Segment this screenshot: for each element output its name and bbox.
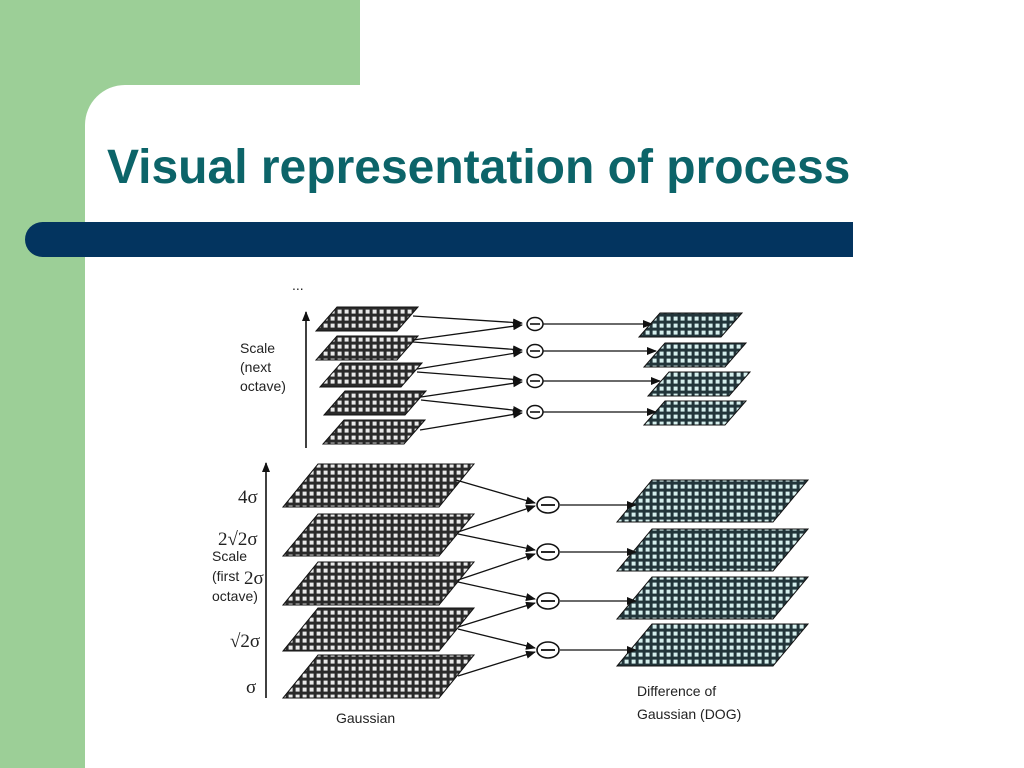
gaussian-plane [318,362,424,388]
next-octave-gaussian-stack [314,306,428,445]
dog-plane [615,623,810,667]
gaussian-plane [281,561,476,606]
next-octave-line-1: Scale [240,340,275,356]
dog-plane [642,400,748,426]
connector-arrow [457,628,536,650]
ellipsis-label: ... [292,277,304,293]
connector-arrow [420,399,523,415]
subtract-node [526,343,544,359]
connector-arrow [412,315,523,327]
dog-plane [646,371,752,397]
first-octave-line-2: (first [212,568,239,584]
next-octave-label: Scale (next octave) [240,340,286,394]
gaussian-plane [321,419,427,445]
next-octave-line-3: octave) [240,378,286,394]
scale-label-2sigma: 2σ [244,568,264,589]
first-octave-dog-stack [615,479,810,667]
subtract-node [526,404,544,420]
first-octave-label: Scale (first octave) [212,548,258,604]
gaussian-plane [281,654,476,699]
gaussian-caption: Gaussian [336,710,395,726]
connector-arrow [457,650,536,677]
scale-label-4sigma: 4σ [238,487,258,508]
dog-plane [615,479,810,523]
gaussian-plane [281,607,476,652]
dog-plane [637,312,744,338]
subtract-node [526,316,544,332]
dog-caption: Difference of Gaussian (DOG) [637,683,741,722]
first-octave-line-1: Scale [212,548,247,564]
gaussian-plane [281,463,476,508]
connector-arrow [412,322,523,341]
gaussian-plane [322,390,428,416]
dog-plane [615,528,810,572]
subtract-node [526,373,544,389]
connector-arrow [457,601,536,628]
slide-title: Visual representation of process [107,141,851,194]
connector-arrow [457,553,536,581]
connector-arrow [412,341,523,354]
gaussian-plane [281,513,476,557]
first-octave-subtractors [536,496,560,659]
connector-arrow [457,581,536,601]
dog-caption-line-2: Gaussian (DOG) [637,706,741,722]
connector-arrow [455,479,536,505]
first-octave-gaussian-stack [281,463,476,699]
scale-label-2root2sigma: 2√2σ [218,529,258,550]
dog-caption-line-1: Difference of [637,683,716,699]
connector-arrow [457,533,536,553]
side-band-left [0,0,85,768]
first-octave-connections [455,479,637,677]
subtract-node [536,641,560,659]
next-octave-line-2: (next [240,359,271,375]
connector-arrow [416,349,523,370]
subtract-node [536,496,560,514]
next-octave-connections [412,315,661,431]
subtract-node [536,592,560,610]
gaussian-plane [314,335,420,361]
next-octave-subtractors [526,316,544,420]
title-rule [25,222,853,257]
connector-arrow [416,371,523,384]
gaussian-plane [314,306,420,332]
first-octave-line-3: octave) [212,588,258,604]
scale-label-sigma: σ [246,677,256,698]
connector-arrow [420,379,523,398]
connector-arrow [419,410,523,431]
dog-plane [642,342,748,368]
subtract-node [536,543,560,561]
dog-plane [615,576,810,620]
next-octave-dog-stack [637,312,752,426]
scale-label-root2sigma: √2σ [230,631,260,652]
connector-arrow [457,505,536,533]
